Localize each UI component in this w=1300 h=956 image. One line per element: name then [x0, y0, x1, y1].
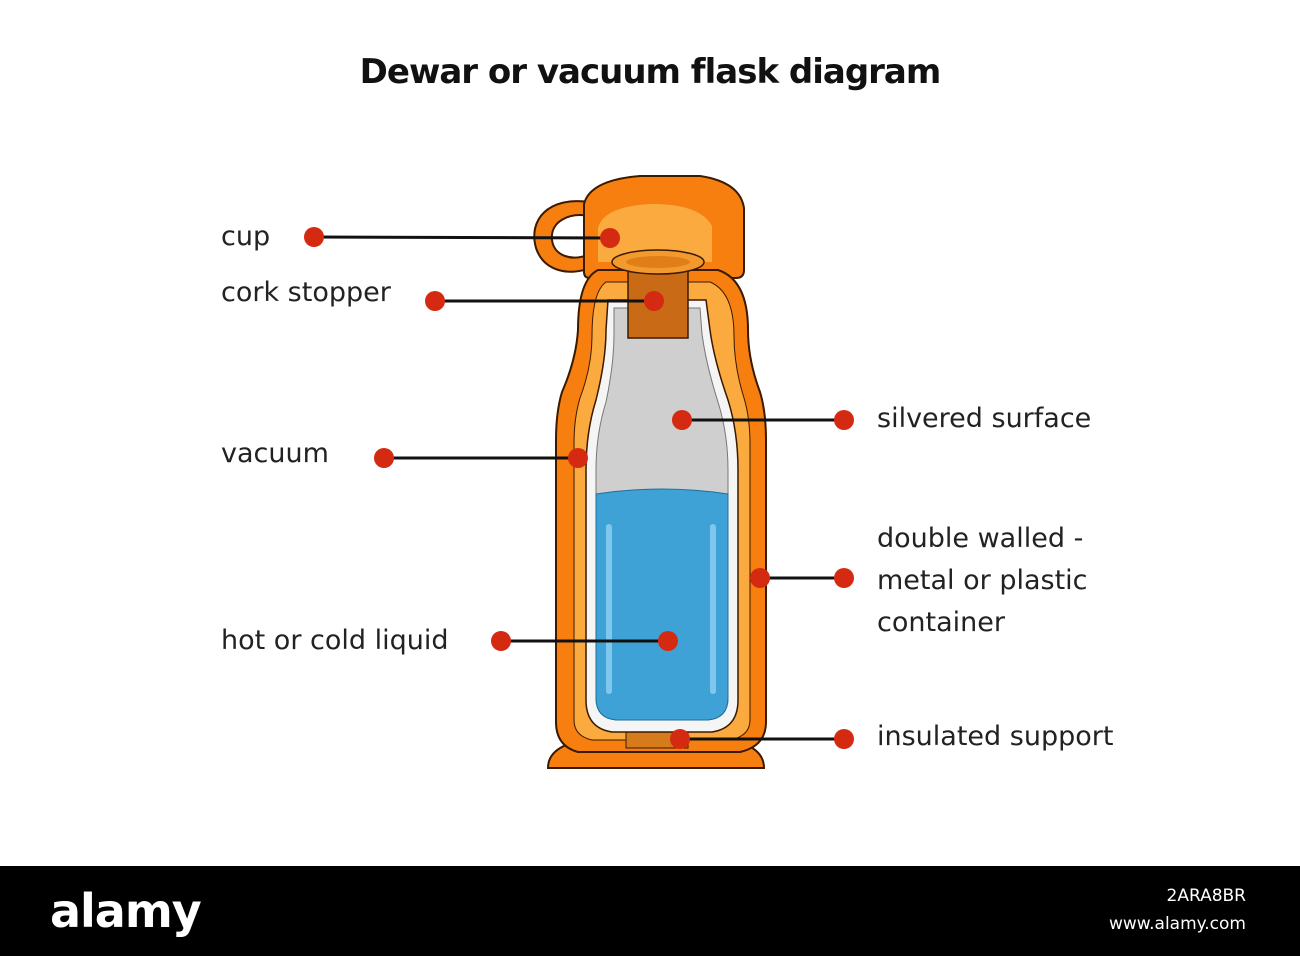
- marker-support-point: [670, 729, 690, 749]
- cork-stopper-top-inner: [626, 256, 690, 268]
- label-cup: cup: [221, 221, 271, 252]
- watermark-footer: alamy 2ARA8BR www.alamy.com: [0, 866, 1300, 956]
- label-double-walled-line2: metal or plastic: [877, 565, 1088, 596]
- marker-cup-label: [304, 227, 324, 247]
- label-silvered-surface: silvered surface: [877, 403, 1092, 434]
- label-markers: [304, 227, 854, 749]
- marker-vacuum-label: [374, 448, 394, 468]
- marker-cork-label: [425, 291, 445, 311]
- watermark-brand-logo: alamy: [50, 884, 202, 938]
- marker-vacuum-point: [568, 448, 588, 468]
- label-double-walled-line3: container: [877, 607, 1005, 638]
- watermark-image-id: 2ARA8BR: [1166, 886, 1247, 906]
- label-vacuum: vacuum: [221, 438, 329, 469]
- leader-lines: [313, 235, 844, 741]
- flask-illustration: [304, 175, 854, 769]
- liquid: [595, 488, 729, 721]
- liquid-highlight-left: [606, 524, 612, 694]
- liquid-highlight-right: [710, 524, 716, 694]
- label-double-walled-line1: double walled -: [877, 523, 1084, 554]
- diagram-canvas: Dewar or vacuum flask diagram: [221, 52, 1114, 769]
- marker-support-label: [834, 729, 854, 749]
- marker-liquid-label: [491, 631, 511, 651]
- watermark-site-url: www.alamy.com: [1108, 914, 1246, 934]
- marker-cork-point: [644, 291, 664, 311]
- label-cork-stopper: cork stopper: [221, 277, 391, 308]
- marker-cup-point: [600, 228, 620, 248]
- label-insulated-support: insulated support: [877, 721, 1114, 752]
- leader-cup: [313, 235, 611, 240]
- cup-inner: [598, 204, 712, 262]
- marker-double-walled-label: [834, 568, 854, 588]
- marker-liquid-point: [658, 631, 678, 651]
- label-hot-cold-liquid: hot or cold liquid: [221, 625, 449, 656]
- diagram-title: Dewar or vacuum flask diagram: [359, 52, 942, 92]
- marker-silvered-point: [672, 410, 692, 430]
- marker-silvered-label: [834, 410, 854, 430]
- marker-double-walled-point: [750, 568, 770, 588]
